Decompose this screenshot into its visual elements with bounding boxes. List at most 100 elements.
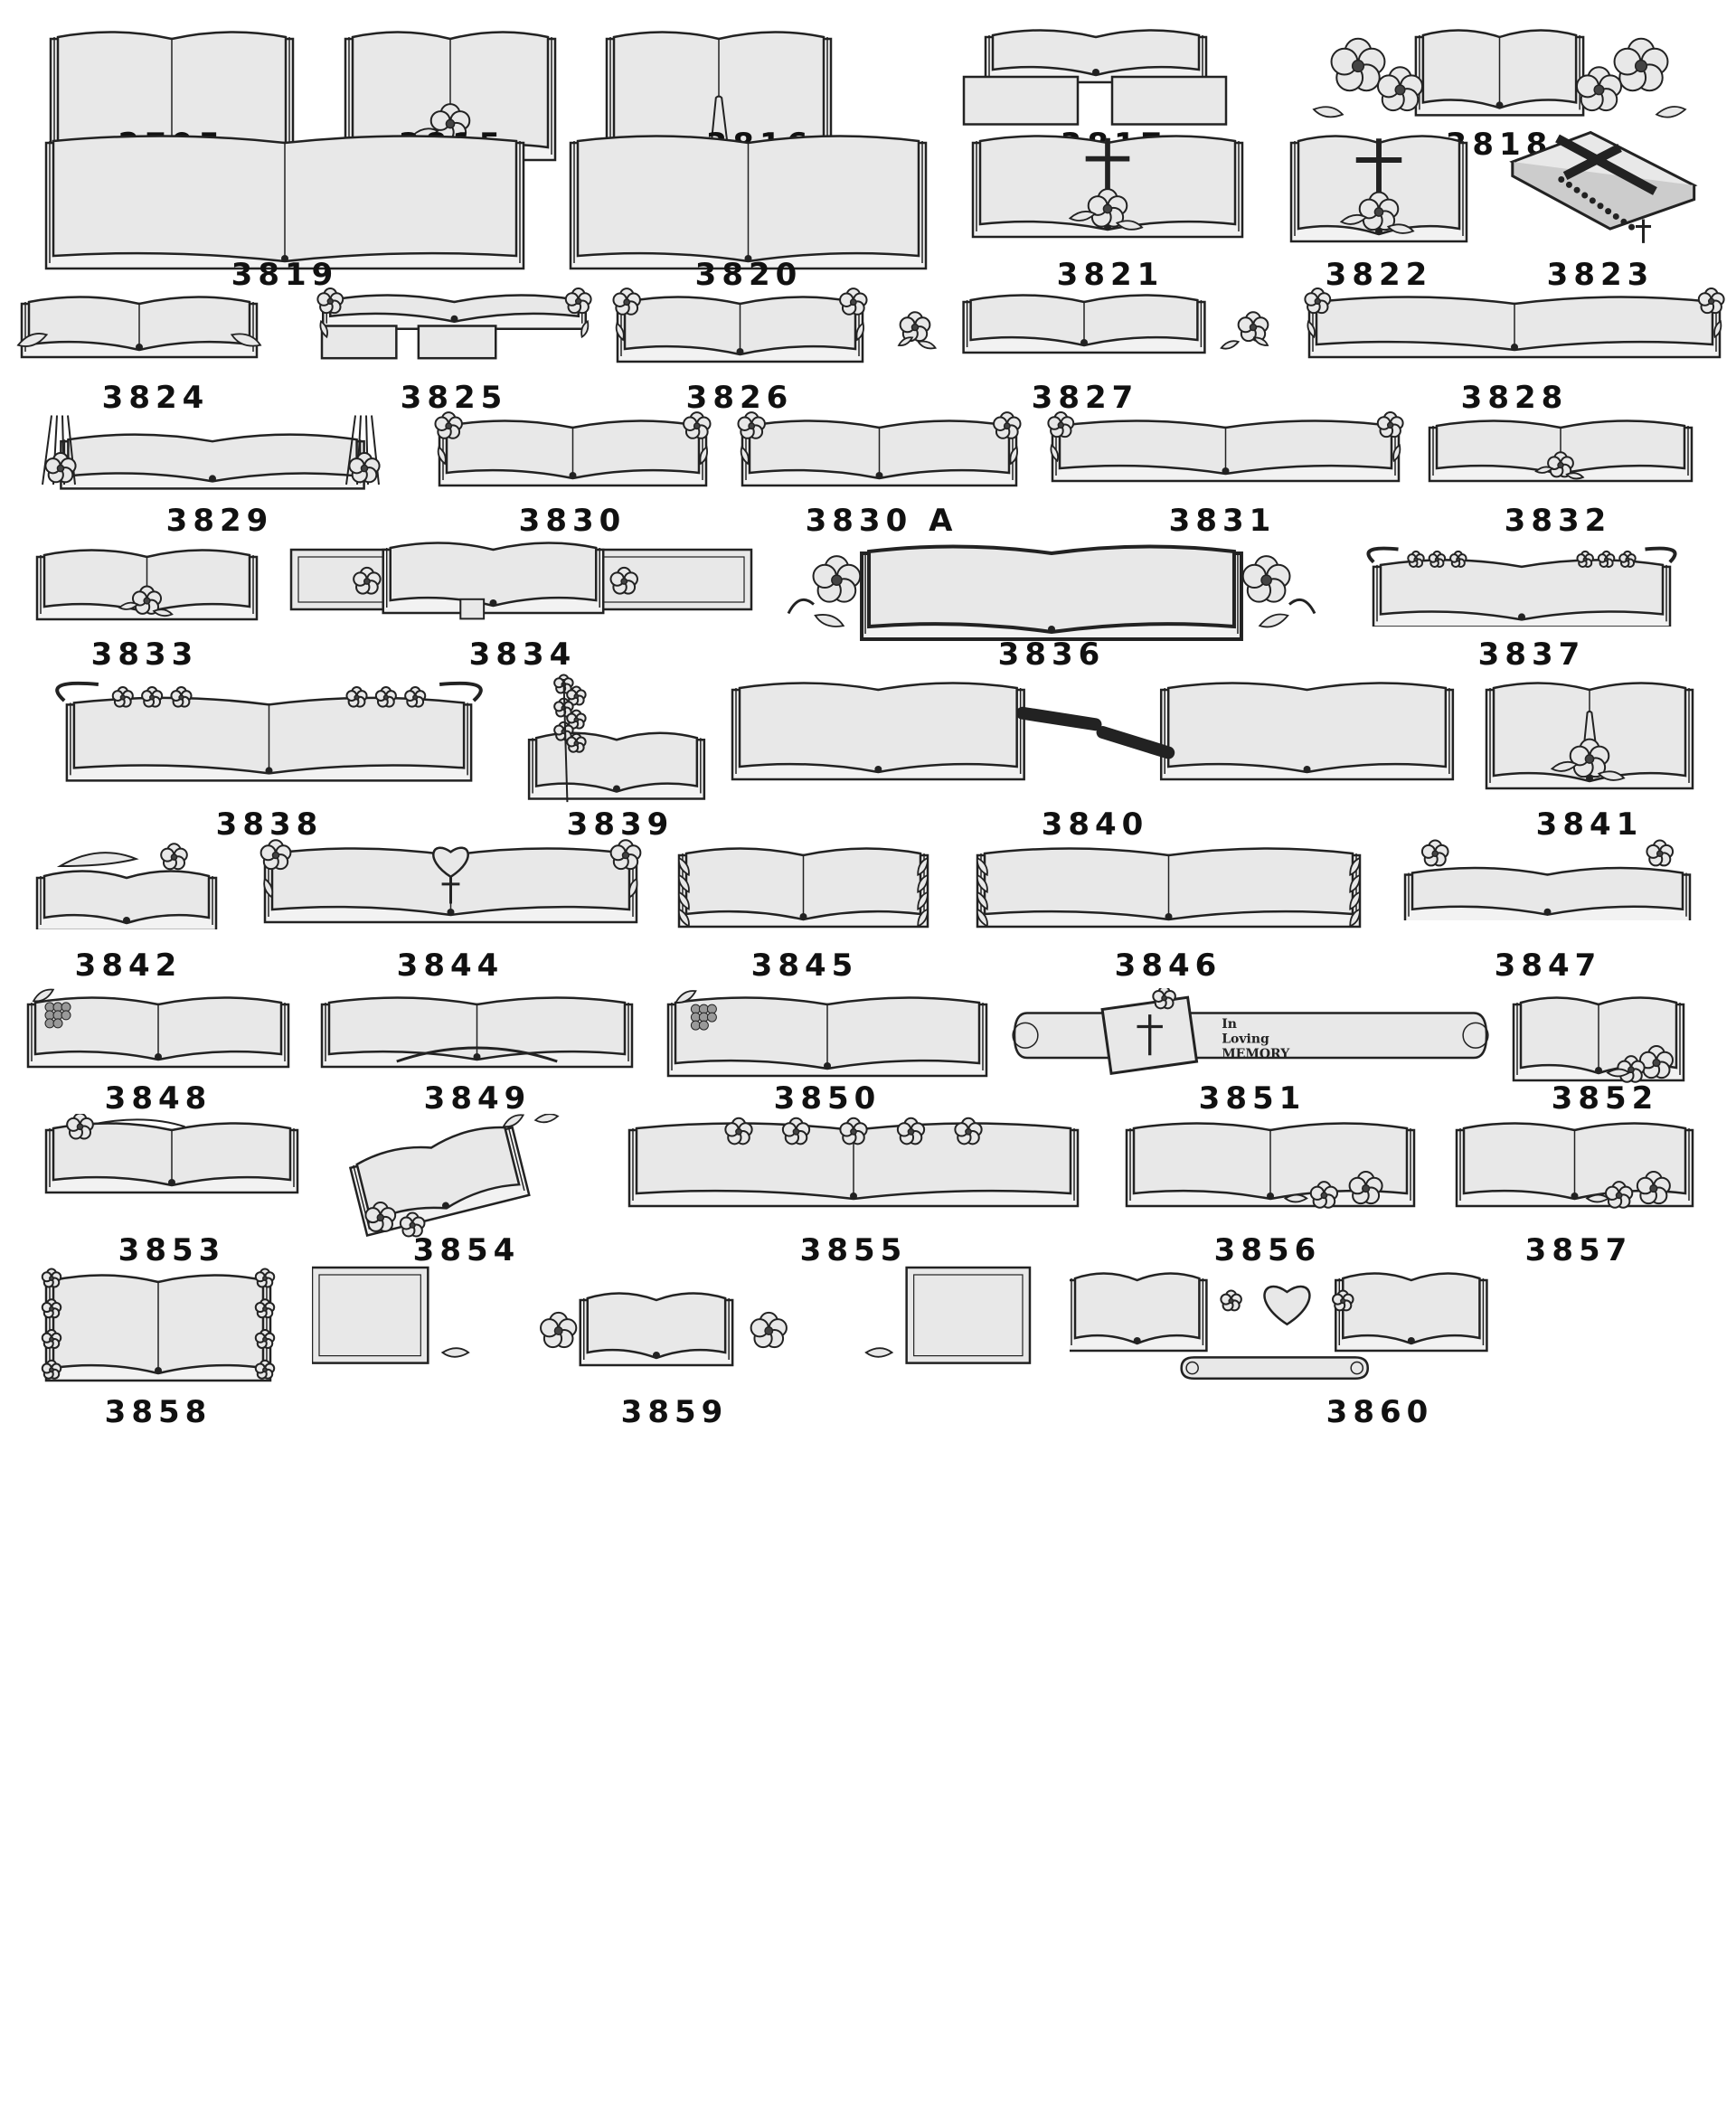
open-book-icon [1414, 29, 1585, 117]
flower-icon [1646, 839, 1675, 867]
flower-icon [1376, 411, 1404, 438]
design-book-center-flower [32, 541, 262, 627]
flower-icon [839, 1117, 868, 1145]
flower-icon [564, 288, 592, 315]
flower-icon [1332, 1289, 1354, 1312]
heart-icon [1263, 1285, 1311, 1326]
panel-left [312, 1266, 429, 1364]
design-book-heart-cross [259, 839, 642, 929]
book-side-panels-icon [962, 29, 1228, 126]
memory-text-line: In [1222, 1017, 1237, 1032]
design-book-scroll-bottom [316, 988, 637, 1074]
leaf-icon [897, 336, 914, 347]
flower-icon [41, 1298, 62, 1319]
rosary-bead-icon [1558, 176, 1565, 183]
book-ivy-icon [976, 847, 1362, 929]
rosary-bead-icon [1581, 192, 1589, 199]
cross-icon [441, 875, 460, 904]
rosary-bead-icon [1620, 218, 1628, 225]
leaf-icon [1009, 446, 1018, 466]
design-book-large-flowers [1308, 23, 1691, 131]
open-book-icon [44, 1274, 272, 1382]
flower-icon [254, 1298, 276, 1319]
flower-icon [1407, 550, 1425, 568]
flower-icon [609, 566, 638, 595]
book-top-flowers-icon [1403, 839, 1692, 920]
leaf-icon [1349, 873, 1361, 893]
design-book-top-flowers [1400, 839, 1695, 920]
flower-icon [1237, 311, 1269, 343]
design-plain-book [41, 127, 529, 276]
leaf-icon [152, 608, 174, 617]
open-book-icon [1159, 682, 1455, 781]
leaf-icon [677, 873, 690, 894]
wheat-stalk-icon [42, 415, 52, 485]
design-book-ornate-scroll [25, 674, 513, 782]
design-number-label: 3833 [90, 636, 199, 673]
open-book-icon [976, 847, 1362, 929]
leaf-icon [1606, 1068, 1631, 1078]
leaf-icon [1386, 223, 1415, 234]
leaf-icon [864, 1347, 894, 1358]
design-number-label: 3823 [1546, 257, 1655, 293]
design-book-dove [32, 839, 222, 929]
design-book-ivy [972, 839, 1365, 934]
design-number-label: 3822 [1325, 257, 1433, 293]
leaf-icon [677, 908, 690, 928]
book-corner-flowers-icon [737, 411, 1022, 487]
book-roses-icon [1455, 1122, 1694, 1209]
design-number-label: 3830 [518, 503, 627, 539]
open-book-icon [44, 135, 525, 270]
design-number-label: 3850 [773, 1080, 882, 1117]
design-number-label: 3854 [412, 1232, 521, 1268]
book-wheat-corners-icon [42, 415, 381, 490]
design-book-top-corner-flowers [1047, 411, 1404, 488]
leaf-icon [1349, 908, 1361, 928]
leaf-icon [32, 988, 55, 1003]
design-number-label: 3824 [101, 380, 210, 416]
flower-icon [609, 839, 642, 871]
open-book-icon [438, 419, 708, 487]
design-closed-book-rosary-cross [1503, 127, 1698, 244]
two-books-heart-icon [1070, 1272, 1488, 1381]
design-number-label: 3826 [685, 380, 794, 416]
leaf-icon [1258, 613, 1289, 628]
open-book-icon [984, 29, 1208, 84]
flower-icon [839, 288, 868, 316]
design-book-rose-frame [41, 1266, 276, 1388]
rosary-bead-icon [1589, 197, 1596, 204]
wheat-stalk-icon [67, 415, 76, 485]
open-book-icon [731, 682, 1025, 781]
vine-stem-icon [562, 678, 569, 803]
leaf-icon [502, 1114, 525, 1128]
ornate-scroll-icon [55, 681, 483, 702]
flower-icon [724, 1117, 753, 1145]
leaf-icon [1392, 443, 1401, 463]
design-number-label: 3831 [1168, 503, 1277, 539]
leaf-icon [1115, 220, 1144, 231]
flower-icon [553, 697, 574, 718]
design-number-label: 3840 [1041, 806, 1149, 843]
flower-icon [1309, 1181, 1339, 1209]
open-book-icon [1070, 1272, 1208, 1353]
book-cross-flowers-icon [971, 135, 1244, 239]
flower-icon [1605, 1181, 1634, 1209]
flower-icon [353, 566, 382, 595]
open-book-icon [60, 433, 365, 490]
design-number-label: 3839 [566, 806, 675, 843]
open-book-icon [322, 294, 587, 330]
book-scroll-bottom-icon [320, 996, 634, 1069]
design-two-books-heart [1070, 1266, 1691, 1383]
rosary-bead-icon [1605, 208, 1612, 215]
leaf-icon [917, 908, 929, 928]
leaf-icon [740, 446, 750, 466]
book-corner-scroll-icon [16, 296, 262, 359]
flower-icon [1576, 550, 1594, 568]
design-number-label: 3857 [1524, 1232, 1633, 1268]
design-book-roses [1451, 1114, 1698, 1213]
ribbon-bookmark-icon [459, 598, 486, 620]
rosary-bead-icon [1612, 212, 1619, 220]
leaf-icon [814, 614, 845, 627]
flower-icon [566, 732, 587, 753]
leaf-icon [319, 319, 328, 339]
